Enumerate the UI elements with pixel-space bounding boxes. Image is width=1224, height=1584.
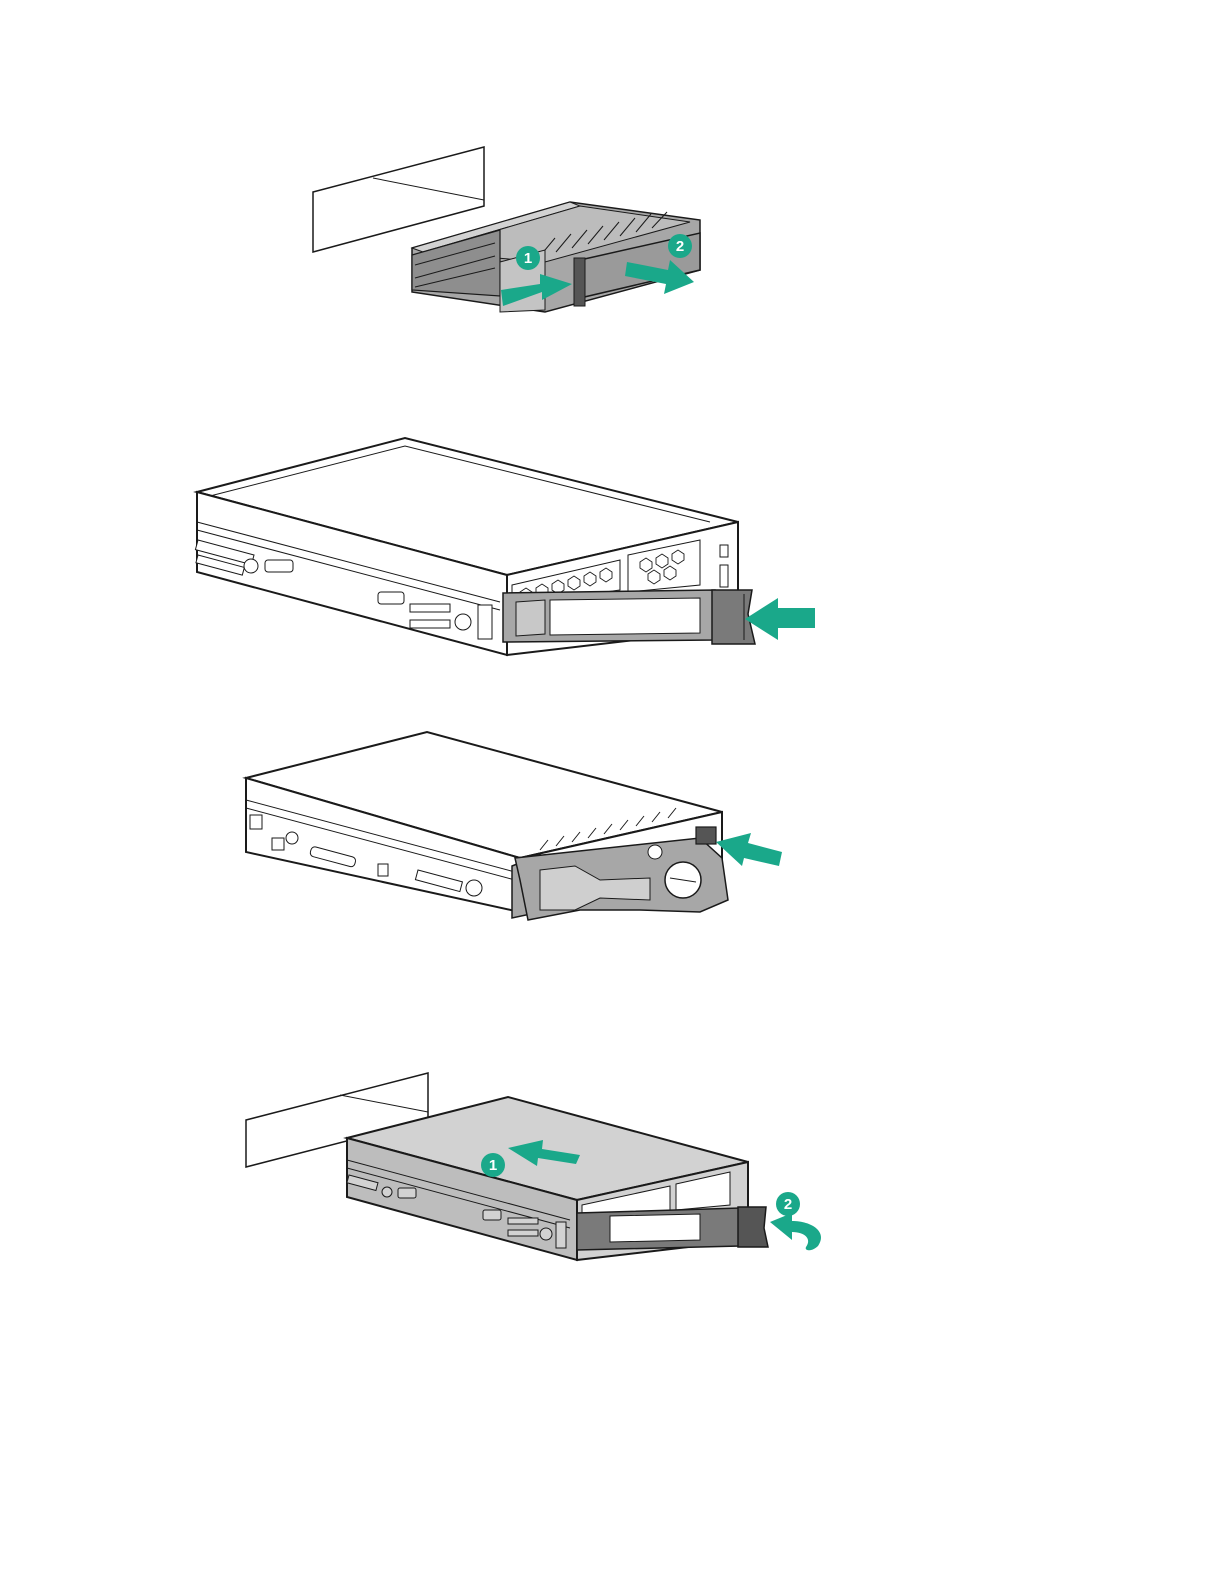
- close-lever-arrow-icon: [770, 1213, 821, 1250]
- hot-plug-drive-lff: [195, 438, 755, 655]
- push-arrow-icon: [501, 274, 572, 306]
- press-arrow-icon: [716, 833, 782, 866]
- callout-1-label: 1: [489, 1157, 497, 1174]
- drive-bay-opening: [313, 147, 484, 252]
- drive-bay-opening: [246, 1073, 428, 1167]
- callout-2-label: 2: [784, 1196, 792, 1213]
- callout-2: 2: [776, 1192, 800, 1216]
- callout-2-label: 2: [676, 238, 684, 255]
- push-arrow-icon: [508, 1140, 580, 1166]
- callout-1: 1: [516, 246, 540, 270]
- press-arrow-icon: [745, 598, 815, 640]
- callout-1: 1: [481, 1153, 505, 1177]
- drive-blank: [412, 202, 700, 312]
- pull-arrow-icon: [625, 260, 694, 294]
- hot-plug-drive-sff: [246, 732, 728, 920]
- callout-1-label: 1: [524, 250, 532, 267]
- hot-plug-drive: [347, 1097, 768, 1260]
- callout-2: 2: [668, 234, 692, 258]
